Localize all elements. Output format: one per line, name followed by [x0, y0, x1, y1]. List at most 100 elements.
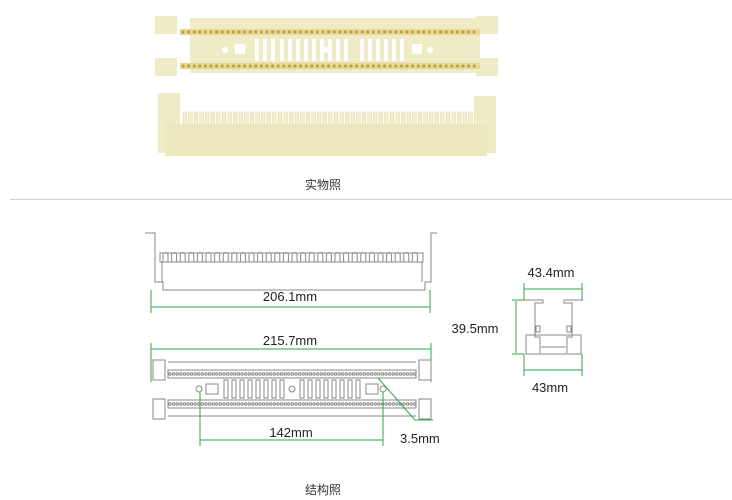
front-tooth: [231, 252, 238, 262]
front-length-label: 206.1mm: [263, 289, 317, 304]
photo-contact: [377, 64, 381, 68]
photo-contact: [394, 64, 398, 68]
top-contact: [193, 402, 197, 406]
top-contact: [215, 402, 219, 406]
photo-contact: [304, 30, 308, 34]
photo-tooth: [384, 111, 389, 127]
photo-tooth: [434, 111, 439, 127]
photo-contact: [282, 64, 286, 68]
top-contact: [301, 402, 305, 406]
photo-contact: [455, 30, 459, 34]
front-tooth: [239, 252, 246, 262]
top-contact: [251, 402, 255, 406]
photo-slot: [288, 39, 292, 61]
photo-contact: [450, 64, 454, 68]
front-tooth: [343, 252, 350, 262]
photo-slot: [360, 39, 364, 61]
photo-tooth: [238, 111, 243, 127]
photo-contact: [355, 64, 359, 68]
photo-contact: [220, 30, 224, 34]
front-tooth: [317, 252, 324, 262]
top-contact: [330, 402, 334, 406]
front-tooth: [214, 252, 221, 262]
top-contact: [204, 402, 208, 406]
photo-tooth: [249, 111, 255, 127]
photo-tooth: [193, 111, 199, 127]
top-contact: [377, 372, 381, 376]
photo-tooth: [227, 111, 232, 127]
top-contact: [182, 402, 187, 406]
photo-contact: [349, 30, 353, 34]
photo-slot: [271, 39, 275, 61]
photo-slot: [384, 39, 388, 61]
top-contact: [402, 372, 406, 376]
photo-contact: [360, 30, 364, 34]
photo-contact: [338, 30, 342, 34]
top-contact: [359, 372, 363, 376]
top-contact: [369, 402, 374, 406]
top-contact: [171, 372, 176, 376]
side-view-drawing: [524, 299, 583, 355]
photo-contact: [399, 64, 403, 68]
top-contact: [283, 402, 287, 406]
photo-slot: [312, 39, 316, 61]
photo-contact: [455, 64, 459, 68]
photo-contact: [349, 64, 353, 68]
photo-slot: [280, 39, 284, 61]
photo-contact: [220, 64, 224, 68]
photo-tooth: [378, 111, 383, 127]
photo-tooth: [350, 111, 355, 127]
top-contact: [395, 372, 399, 376]
front-tooth: [377, 252, 384, 262]
top-slot: [323, 379, 329, 399]
photo-contact: [209, 30, 213, 34]
top-contact: [384, 372, 388, 376]
photo-contact: [444, 64, 448, 68]
photo-slot: [320, 39, 324, 61]
top-contact: [297, 372, 302, 376]
photo-contact: [187, 64, 191, 68]
photo-contact: [377, 30, 381, 34]
photo-tooth: [457, 111, 462, 127]
photo-contact: [433, 30, 437, 34]
top-contact: [391, 372, 395, 376]
photo-contact: [293, 64, 297, 68]
top-contact: [218, 402, 223, 406]
photo-contact: [209, 64, 213, 68]
top-contact: [312, 372, 316, 376]
top-contact: [344, 402, 349, 406]
top-contact: [233, 402, 237, 406]
photo-tooth: [244, 111, 249, 127]
front-tooth: [334, 252, 341, 262]
top-slot: [223, 379, 229, 399]
top-contact: [351, 372, 356, 376]
top-contact: [272, 372, 277, 376]
photo-contact: [327, 64, 331, 68]
top-contact: [229, 402, 233, 406]
top-contact: [391, 402, 395, 406]
top-contact: [247, 372, 251, 376]
top-contact: [355, 372, 359, 376]
top-view-drawing: [152, 359, 432, 420]
top-contact: [240, 372, 244, 376]
photo-contact: [310, 64, 314, 68]
photo-contact: [439, 30, 443, 34]
top-contact: [351, 402, 356, 406]
photo-contact: [343, 30, 347, 34]
top-contact: [405, 372, 410, 376]
photo-contact: [310, 30, 314, 34]
photo-tooth: [356, 111, 361, 127]
top-contact: [261, 372, 266, 376]
top-contact: [308, 402, 313, 406]
top-contact: [369, 372, 374, 376]
photo-contact: [411, 30, 415, 34]
top-contact: [405, 402, 410, 406]
top-length-label: 215.7mm: [263, 333, 317, 348]
top-contact: [380, 372, 385, 376]
hole-spacing-label: 142mm: [269, 425, 312, 440]
photo-contact: [383, 30, 387, 34]
top-contact: [193, 372, 197, 376]
dimension-front-length: 206.1mm: [150, 289, 431, 313]
top-contact: [186, 372, 190, 376]
